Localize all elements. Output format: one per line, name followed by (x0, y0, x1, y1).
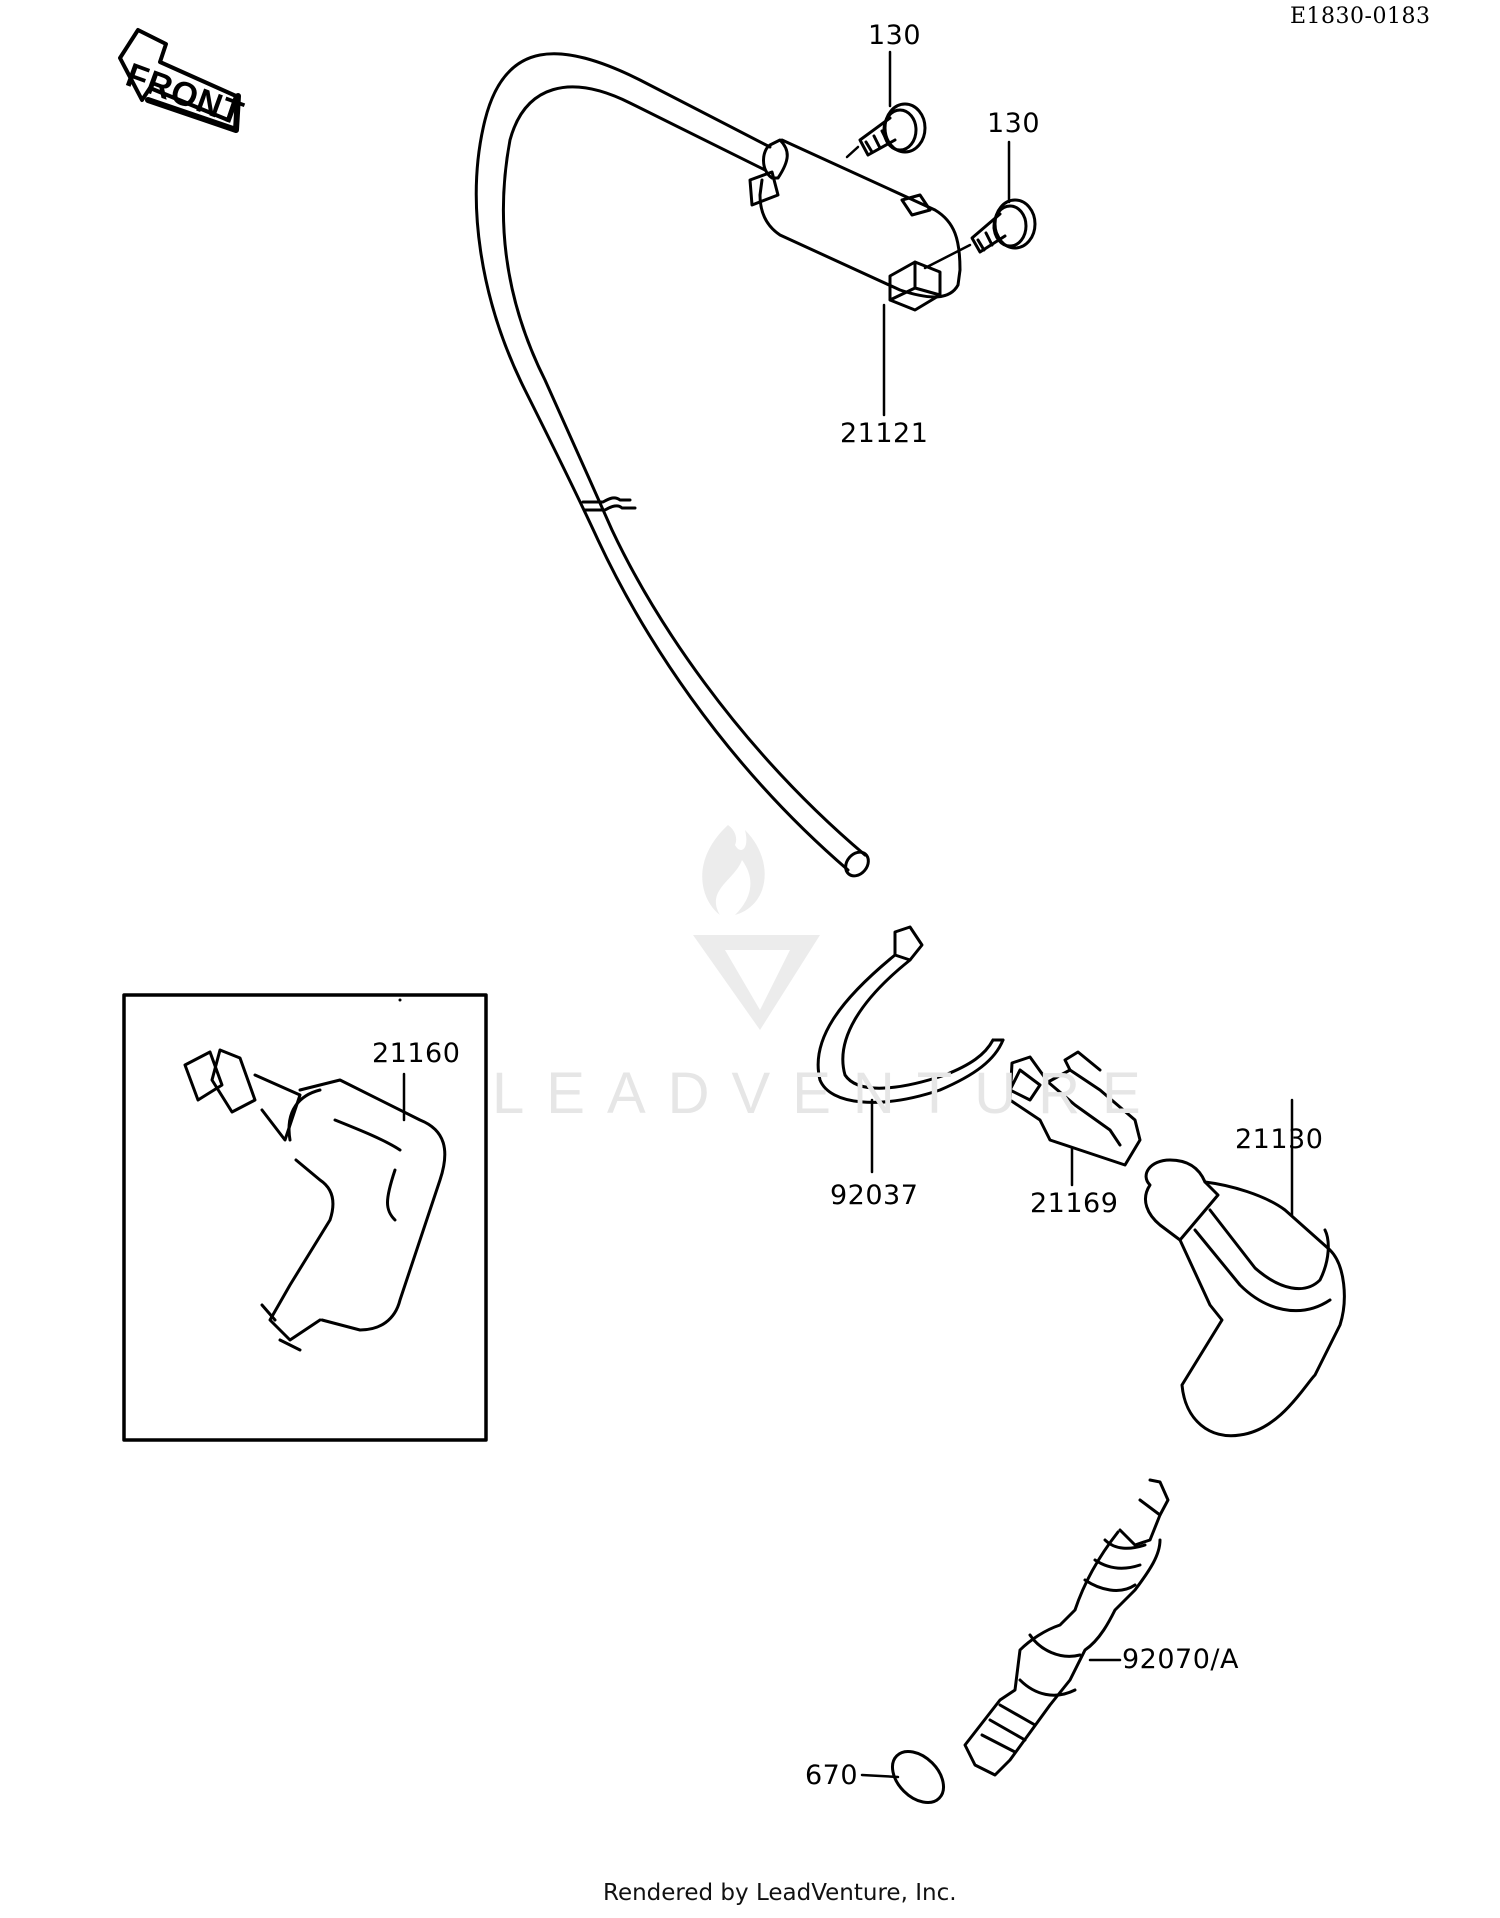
high-tension-cable (474, 52, 870, 878)
bolt-upper-drawing (845, 50, 927, 159)
spark-plug-cap-drawing (1144, 1098, 1346, 1438)
diagram-id: E1830-0183 (1290, 4, 1431, 29)
callout-ignition-coil[interactable]: 21121 (840, 418, 929, 449)
clamp-drawing (1008, 1050, 1142, 1187)
callout-bolt-upper[interactable]: 130 (868, 20, 922, 51)
callout-cable-band[interactable]: 92037 (830, 1180, 919, 1211)
callout-spark-plug-cap-inset[interactable]: 21160 (372, 1038, 461, 1069)
callout-gasket-ring[interactable]: 670 (805, 1760, 859, 1791)
callout-clamp[interactable]: 21169 (1030, 1188, 1119, 1219)
callout-bolt-lower[interactable]: 130 (987, 108, 1041, 139)
watermark-text: LEADVENTURE (492, 1061, 1163, 1126)
callout-spark-plug-cap[interactable]: 21130 (1235, 1124, 1324, 1155)
watermark-logo-icon (693, 825, 820, 1030)
inset-frame (122, 993, 488, 1442)
cable-band-drawing (816, 925, 1005, 1174)
gasket-ring-drawing (860, 1750, 945, 1804)
spark-plug-drawing (963, 1478, 1170, 1777)
footer-credit: Rendered by LeadVenture, Inc. (603, 1880, 957, 1906)
ignition-coil-drawing (748, 138, 962, 417)
bolt-lower-drawing (923, 140, 1037, 270)
callout-spark-plug[interactable]: 92070/A (1122, 1644, 1239, 1675)
spark-plug-cap-inset-drawing (183, 998, 447, 1352)
front-arrow-icon (118, 28, 241, 133)
